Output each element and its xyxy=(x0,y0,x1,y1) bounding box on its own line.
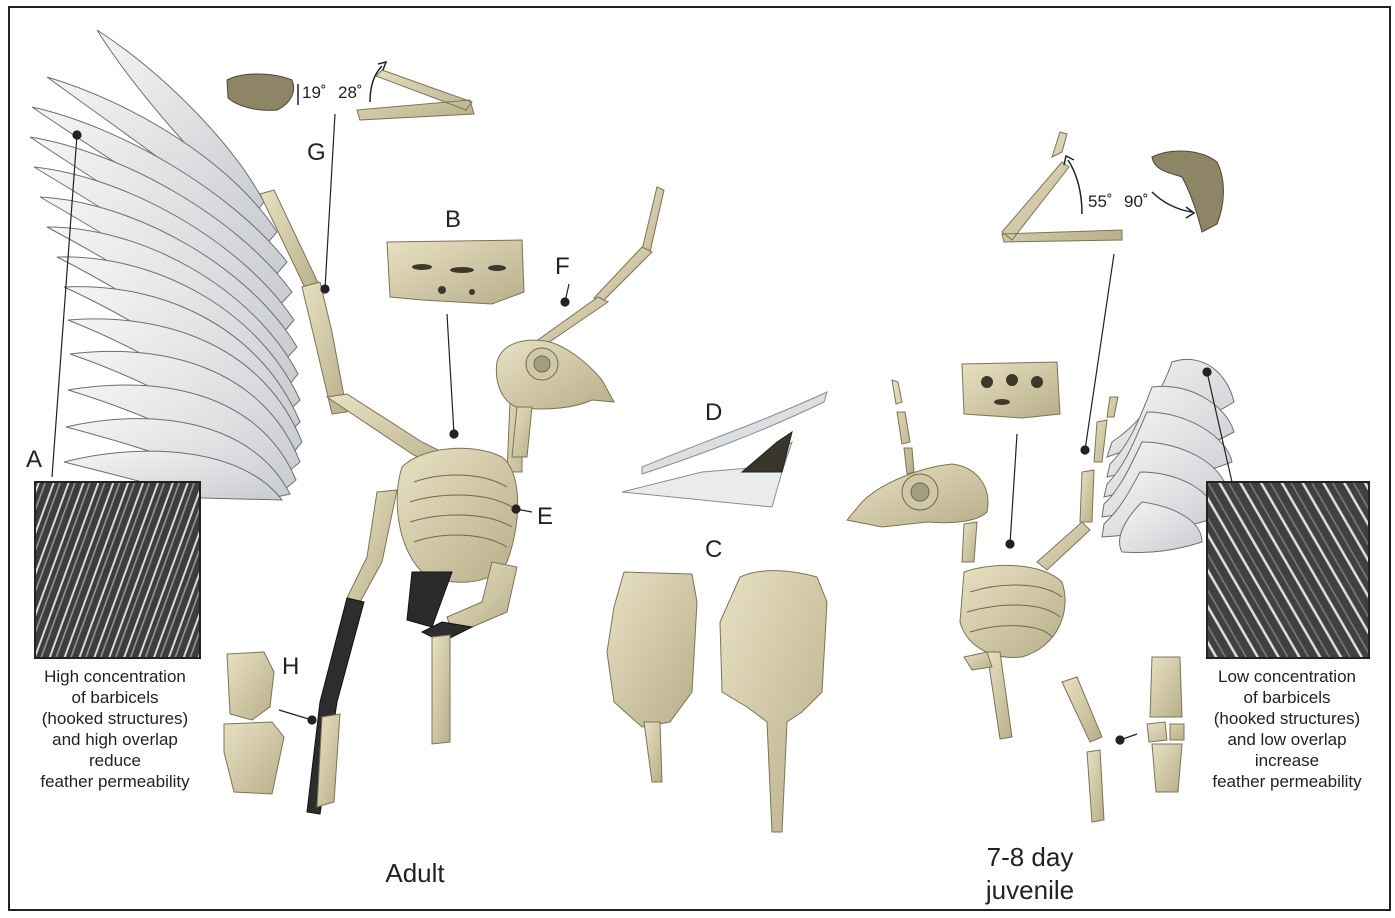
svg-text:and low overlap: and low overlap xyxy=(1227,730,1346,749)
svg-text:reduce: reduce xyxy=(89,751,141,770)
label-e: E xyxy=(537,503,553,530)
adult-vertebra-top-view xyxy=(227,74,294,110)
label-h: H xyxy=(282,653,299,680)
juvenile-feather-sem-image xyxy=(1207,482,1369,658)
label-c: C xyxy=(705,536,722,563)
group-label-juvenile-2: juvenile xyxy=(985,875,1074,905)
figure-canvas: 19˚ 28˚ xyxy=(10,8,1393,913)
juvenile-wing-angle-inset: 55˚ 90˚ xyxy=(1002,132,1223,242)
svg-text:feather permeability: feather permeability xyxy=(40,772,190,791)
svg-text:of barbicels: of barbicels xyxy=(72,688,159,707)
svg-text:feather permeability: feather permeability xyxy=(1212,772,1362,791)
adult-angle-1: 19˚ xyxy=(302,83,327,102)
caption-left: High concentration of barbicels (hooked … xyxy=(40,667,190,791)
adult-wing-angle-inset: 19˚ 28˚ xyxy=(227,62,474,120)
svg-text:Low concentration: Low concentration xyxy=(1218,667,1356,686)
svg-text:(hooked structures): (hooked structures) xyxy=(42,709,188,728)
group-label-adult: Adult xyxy=(385,858,445,888)
keel-profile-inset xyxy=(622,392,827,507)
svg-text:High concentration: High concentration xyxy=(44,667,186,686)
svg-text:and high overlap: and high overlap xyxy=(52,730,178,749)
juvenile-skeleton xyxy=(847,380,1118,822)
figure-frame: 19˚ 28˚ xyxy=(8,6,1391,911)
juvenile-angle-2: 90˚ xyxy=(1124,192,1149,211)
juvenile-angle-1: 55˚ xyxy=(1088,192,1113,211)
caption-right: Low concentration of barbicels (hooked s… xyxy=(1212,667,1362,791)
label-g: G xyxy=(307,139,326,166)
svg-text:increase: increase xyxy=(1255,751,1319,770)
group-label-juvenile-1: 7-8 day xyxy=(987,842,1074,872)
label-d: D xyxy=(705,399,722,426)
label-f: F xyxy=(555,253,570,280)
label-a: A xyxy=(26,446,42,473)
juvenile-synsacrum-inset xyxy=(962,362,1060,418)
svg-text:(hooked structures): (hooked structures) xyxy=(1214,709,1360,728)
pelvis-inset xyxy=(607,571,827,832)
juvenile-knee-inset xyxy=(1147,657,1184,792)
svg-text:of barbicels: of barbicels xyxy=(1244,688,1331,707)
adult-feather-sem-image xyxy=(35,482,200,658)
juvenile-vertebra-top-view xyxy=(1152,151,1223,232)
adult-knee-inset xyxy=(224,652,284,794)
juvenile-wing-bones-folded xyxy=(1002,132,1122,242)
label-b: B xyxy=(445,206,461,233)
adult-angle-2: 28˚ xyxy=(338,83,363,102)
